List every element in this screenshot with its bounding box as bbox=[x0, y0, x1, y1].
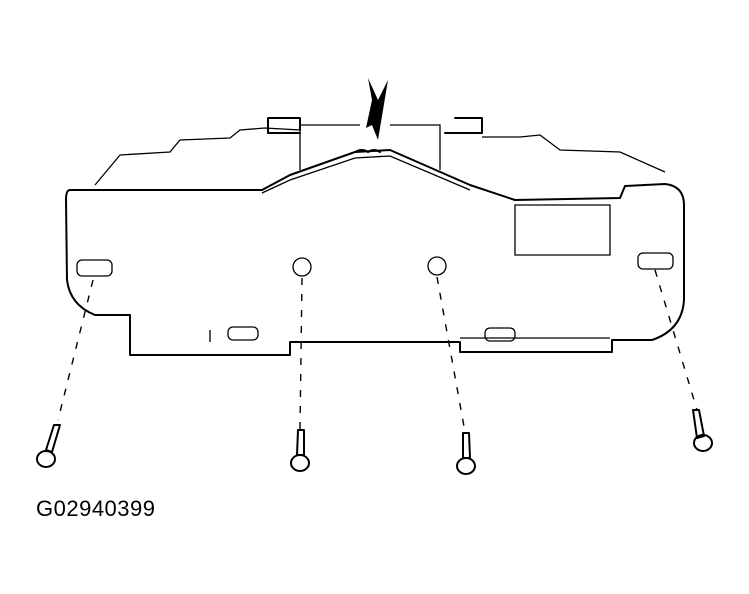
hole-left bbox=[76, 259, 113, 277]
hole-center-right bbox=[427, 256, 447, 276]
upper-housing bbox=[94, 117, 666, 186]
screw-icon bbox=[290, 429, 310, 472]
hole-center-left bbox=[292, 257, 312, 277]
screw-icon bbox=[692, 409, 713, 452]
figure-id-label: G02940399 bbox=[36, 496, 156, 521]
screw-icon bbox=[36, 424, 61, 468]
screw-icon bbox=[456, 432, 476, 475]
arrow-icon bbox=[354, 78, 388, 153]
hole-right bbox=[637, 252, 674, 270]
screw-guide-lines bbox=[57, 269, 698, 433]
cluster-body bbox=[65, 149, 685, 356]
mounting-holes bbox=[76, 252, 674, 342]
